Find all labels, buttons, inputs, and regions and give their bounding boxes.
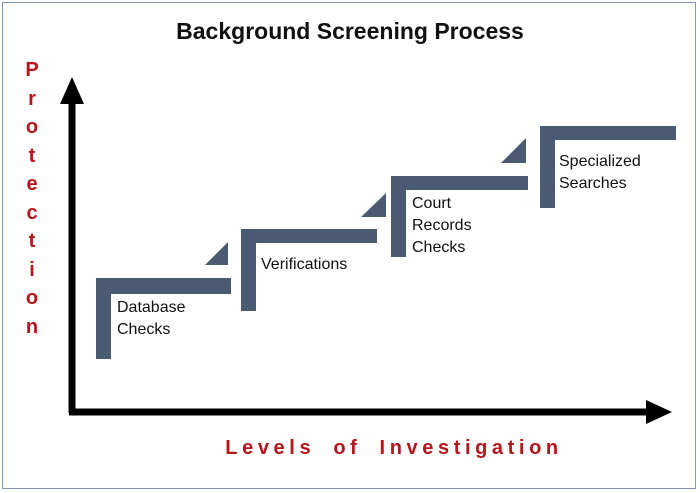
y-axis-label-letter: n	[25, 315, 39, 338]
axes	[60, 77, 672, 424]
y-axis-label-letter: e	[26, 173, 38, 195]
diagram-title: Background Screening Process	[176, 18, 524, 44]
step-2-label-line-1: Verifications	[261, 256, 348, 273]
step-1-label: Database Checks	[117, 297, 186, 341]
step-3-vertical-bar	[391, 176, 406, 257]
step-2-label: Verifications	[261, 254, 347, 276]
step-4-vertical-bar	[540, 126, 555, 208]
x-axis-label: Levels of Investigation	[225, 437, 563, 459]
step-3-riser-triangle	[501, 138, 526, 163]
step-4-label: Specialized Searches	[559, 151, 641, 195]
y-axis-label-letter: t	[28, 144, 36, 167]
step-3-label-line-3: Checks	[412, 239, 466, 256]
step-2-riser-triangle	[361, 193, 386, 217]
step-4-label-line-1: Specialized	[559, 153, 641, 170]
step-3-horizontal-bar	[391, 176, 528, 190]
y-axis-label-letter: i	[29, 258, 35, 281]
step-2-shape	[241, 229, 377, 311]
y-axis-label-letter: t	[28, 230, 36, 252]
step-3-label: Court Records Checks	[412, 193, 472, 259]
step-3-label-line-2: Records	[412, 217, 472, 234]
y-axis-arrowhead	[60, 77, 84, 104]
step-1-riser-triangle	[205, 242, 228, 265]
x-axis-arrowhead	[646, 400, 672, 424]
step-1-label-line-1: Database	[117, 299, 186, 316]
step-2-horizontal-bar	[241, 229, 377, 243]
y-axis-label-letter: c	[26, 201, 38, 224]
step-1-shape	[96, 278, 231, 359]
step-1-vertical-bar	[96, 278, 111, 359]
step-4-horizontal-bar	[540, 126, 676, 140]
y-axis-label-letter: o	[25, 287, 39, 309]
step-4-shape	[540, 126, 676, 208]
step-1-label-line-2: Checks	[117, 321, 171, 338]
step-4-label-line-2: Searches	[559, 175, 627, 192]
y-axis-label-letter: o	[25, 116, 39, 138]
step-3-label-line-1: Court	[412, 195, 452, 212]
diagram-frame	[2, 2, 696, 489]
step-1-horizontal-bar	[96, 278, 231, 294]
y-axis-label-letter: r	[28, 87, 36, 110]
y-axis-label-letter: P	[25, 59, 39, 81]
step-3-shape	[391, 176, 528, 257]
step-2-vertical-bar	[241, 229, 256, 311]
